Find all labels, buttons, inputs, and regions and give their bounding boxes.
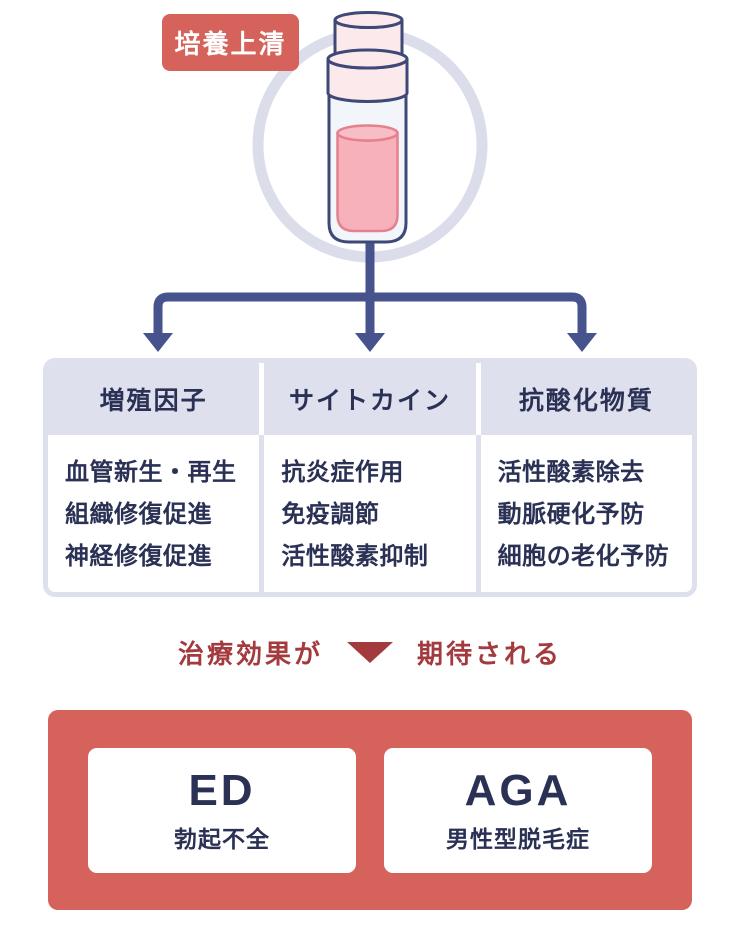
effect-statement: 治療効果が 期待される bbox=[0, 630, 740, 674]
column-cell-antioxidants: 活性酸素除去 動脈硬化予防 細胞の老化予防 bbox=[480, 435, 692, 592]
effect-item: 免疫調節 bbox=[281, 501, 380, 528]
treatment-card-ed: ED 勃起不全 bbox=[88, 748, 356, 873]
treatment-title: AGA bbox=[464, 766, 572, 816]
supernatant-label-text: 培養上清 bbox=[174, 29, 287, 59]
column-header-cytokines: サイトカイン bbox=[264, 363, 476, 435]
treatment-title: ED bbox=[188, 766, 256, 816]
effect-text-after: 期待される bbox=[417, 638, 563, 669]
effect-item: 活性酸素抑制 bbox=[281, 543, 429, 570]
vial-flow-illustration bbox=[143, 11, 597, 352]
column-cell-cytokines: 抗炎症作用 免疫調節 活性酸素抑制 bbox=[264, 435, 476, 592]
arrowhead-right bbox=[567, 333, 597, 352]
effect-item: 動脈硬化予防 bbox=[497, 501, 645, 528]
treatments-panel: ED 勃起不全 AGA 男性型脱毛症 bbox=[48, 710, 692, 910]
effect-text-before: 治療効果が bbox=[177, 638, 323, 669]
treatment-subtitle: 勃起不全 bbox=[174, 825, 270, 852]
effect-item: 神経修復促進 bbox=[65, 543, 212, 570]
arrowhead-middle bbox=[355, 333, 385, 352]
treatment-subtitle: 男性型脱毛症 bbox=[446, 825, 590, 852]
effect-item: 血管新生・再生 bbox=[65, 459, 237, 486]
effect-item: 細胞の老化予防 bbox=[497, 543, 670, 570]
down-triangle-icon bbox=[347, 641, 393, 663]
supernatant-label: 培養上清 bbox=[162, 14, 299, 71]
column-header-growth-factors: 増殖因子 bbox=[48, 363, 260, 435]
flow-arrows-icon bbox=[143, 243, 597, 352]
column-cell-growth-factors: 血管新生・再生 組織修復促進 神経修復促進 bbox=[48, 435, 260, 592]
arrowhead-left bbox=[143, 333, 173, 352]
components-table: 増殖因子 サイトカイン 抗酸化物質 血管新生・再生 組織修復促進 神経修復促進 … bbox=[43, 358, 697, 597]
effect-item: 組織修復促進 bbox=[65, 501, 212, 528]
effect-item: 活性酸素除去 bbox=[497, 459, 645, 486]
column-header-antioxidants: 抗酸化物質 bbox=[480, 363, 692, 435]
culture-vial-icon bbox=[326, 11, 409, 244]
treatment-card-aga: AGA 男性型脱毛症 bbox=[384, 748, 652, 873]
table-body-row: 血管新生・再生 組織修復促進 神経修復促進 抗炎症作用 免疫調節 活性酸素抑制 … bbox=[48, 435, 692, 592]
effect-item: 抗炎症作用 bbox=[281, 459, 404, 486]
table-header-row: 増殖因子 サイトカイン 抗酸化物質 bbox=[48, 363, 692, 435]
